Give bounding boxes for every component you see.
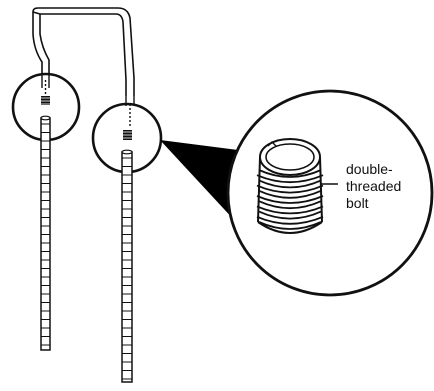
bolt-label-line2: threaded xyxy=(346,178,401,194)
thread-line xyxy=(256,215,324,225)
magnified-bolt-icon xyxy=(256,138,324,234)
thread-line xyxy=(256,205,324,215)
thread-line xyxy=(256,195,324,204)
thread-line xyxy=(258,221,322,230)
callout-wedge xyxy=(160,140,238,222)
right-lower-tube xyxy=(121,149,133,383)
thread-line xyxy=(256,174,324,184)
frame-top-bar xyxy=(32,7,135,96)
right-tube-cap xyxy=(121,149,133,155)
zoom-circle xyxy=(226,89,434,297)
double-threaded-bolt-icon xyxy=(41,96,50,105)
double-threaded-bolt-icon xyxy=(123,130,132,140)
left-upper-stub xyxy=(41,74,50,95)
bolt-label-line1: double- xyxy=(346,161,393,177)
left-tube-cap xyxy=(40,115,51,121)
thread-line xyxy=(256,184,324,194)
thread-line xyxy=(258,169,322,178)
left-lower-tube xyxy=(40,115,51,351)
thread-line xyxy=(258,179,322,189)
thread-line xyxy=(258,210,322,220)
bolt-label-line3: bolt xyxy=(346,195,369,211)
thread-line xyxy=(258,200,322,210)
right-tube-outline xyxy=(121,151,133,383)
thread-line xyxy=(258,189,322,199)
right-upper-stub xyxy=(125,96,135,128)
